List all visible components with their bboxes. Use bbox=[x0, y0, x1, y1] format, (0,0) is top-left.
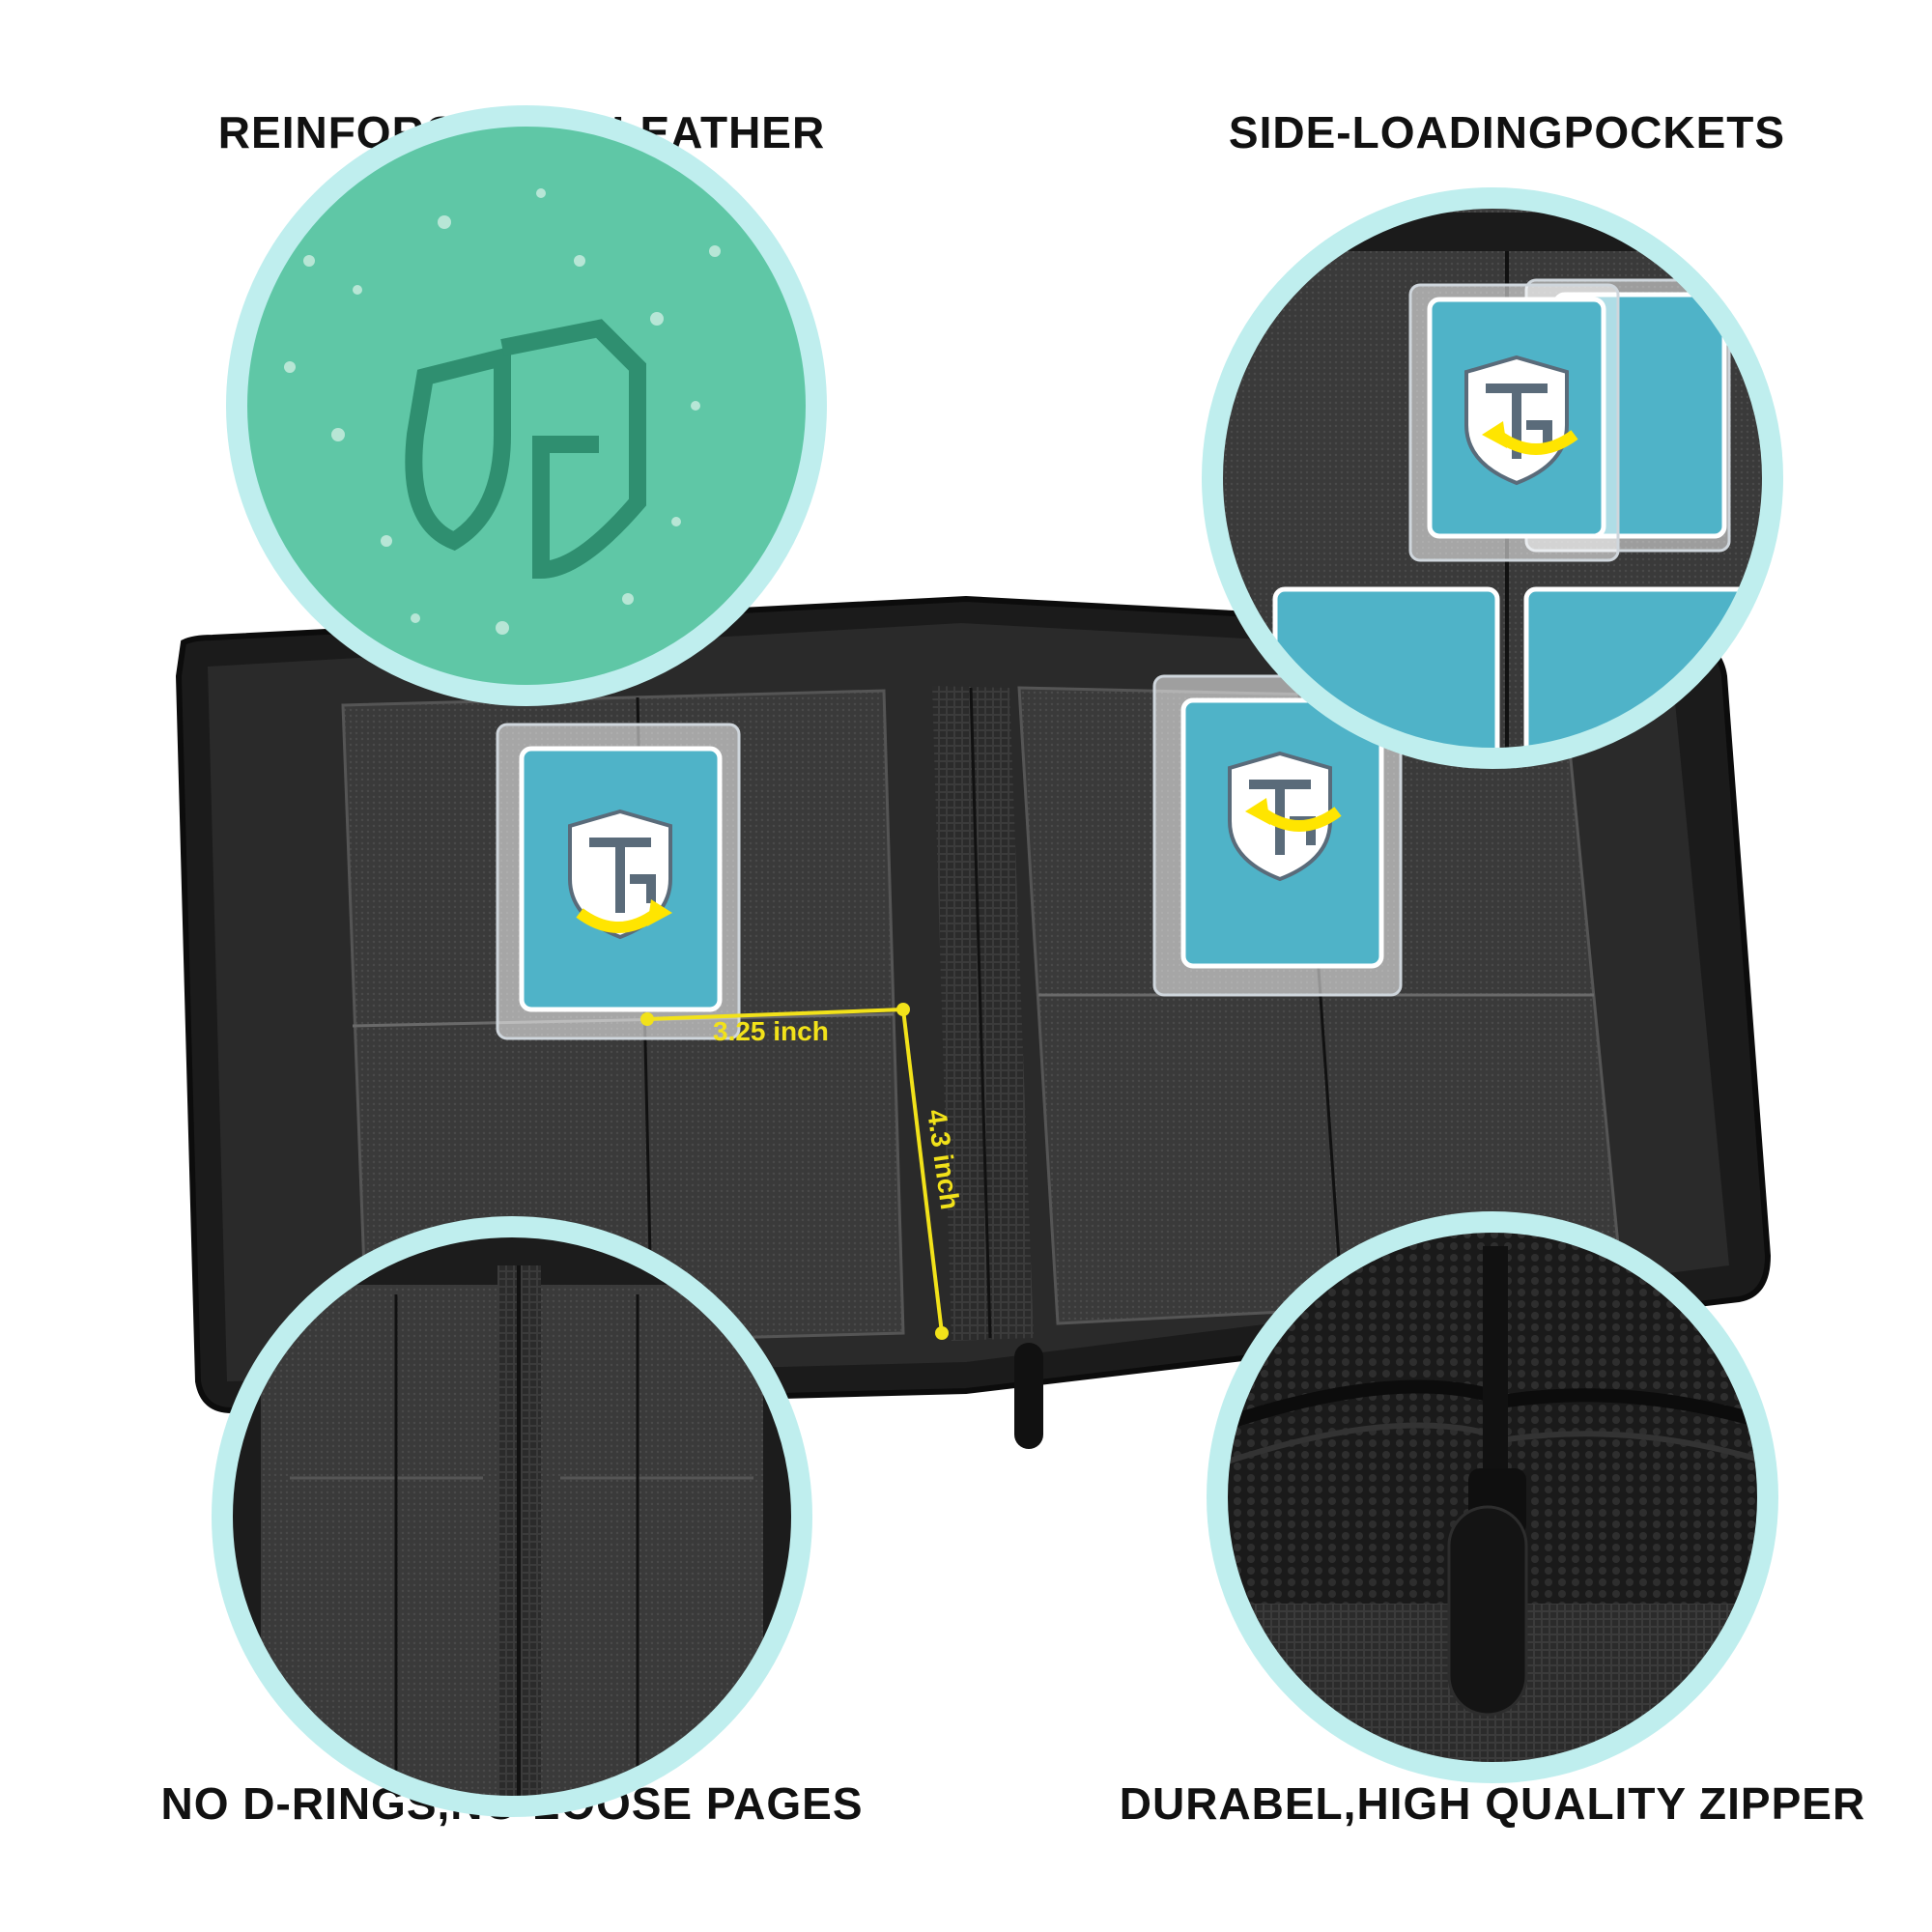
tg-shield-logo-icon bbox=[1466, 357, 1567, 483]
no-rings-closeup bbox=[212, 1216, 812, 1817]
card-in-sleeve-left bbox=[496, 723, 741, 1040]
zipper-closeup bbox=[1207, 1211, 1778, 1783]
binder-spine bbox=[932, 686, 1034, 1341]
zipper-pull-icon bbox=[1014, 1343, 1043, 1449]
width-dimension-label: 3.25 inch bbox=[713, 1016, 829, 1046]
card-in-sleeve-right bbox=[1152, 674, 1403, 997]
pu-leather-closeup bbox=[226, 105, 827, 706]
zipper-pull-icon bbox=[1447, 1505, 1528, 1717]
feature-label-zipper: DURABEL,HIGH QUALITY ZIPPER bbox=[1119, 1778, 1866, 1829]
feature-label-side-loading: SIDE-LOADINGPOCKETS bbox=[1228, 107, 1786, 157]
side-loading-closeup bbox=[1202, 187, 1783, 769]
